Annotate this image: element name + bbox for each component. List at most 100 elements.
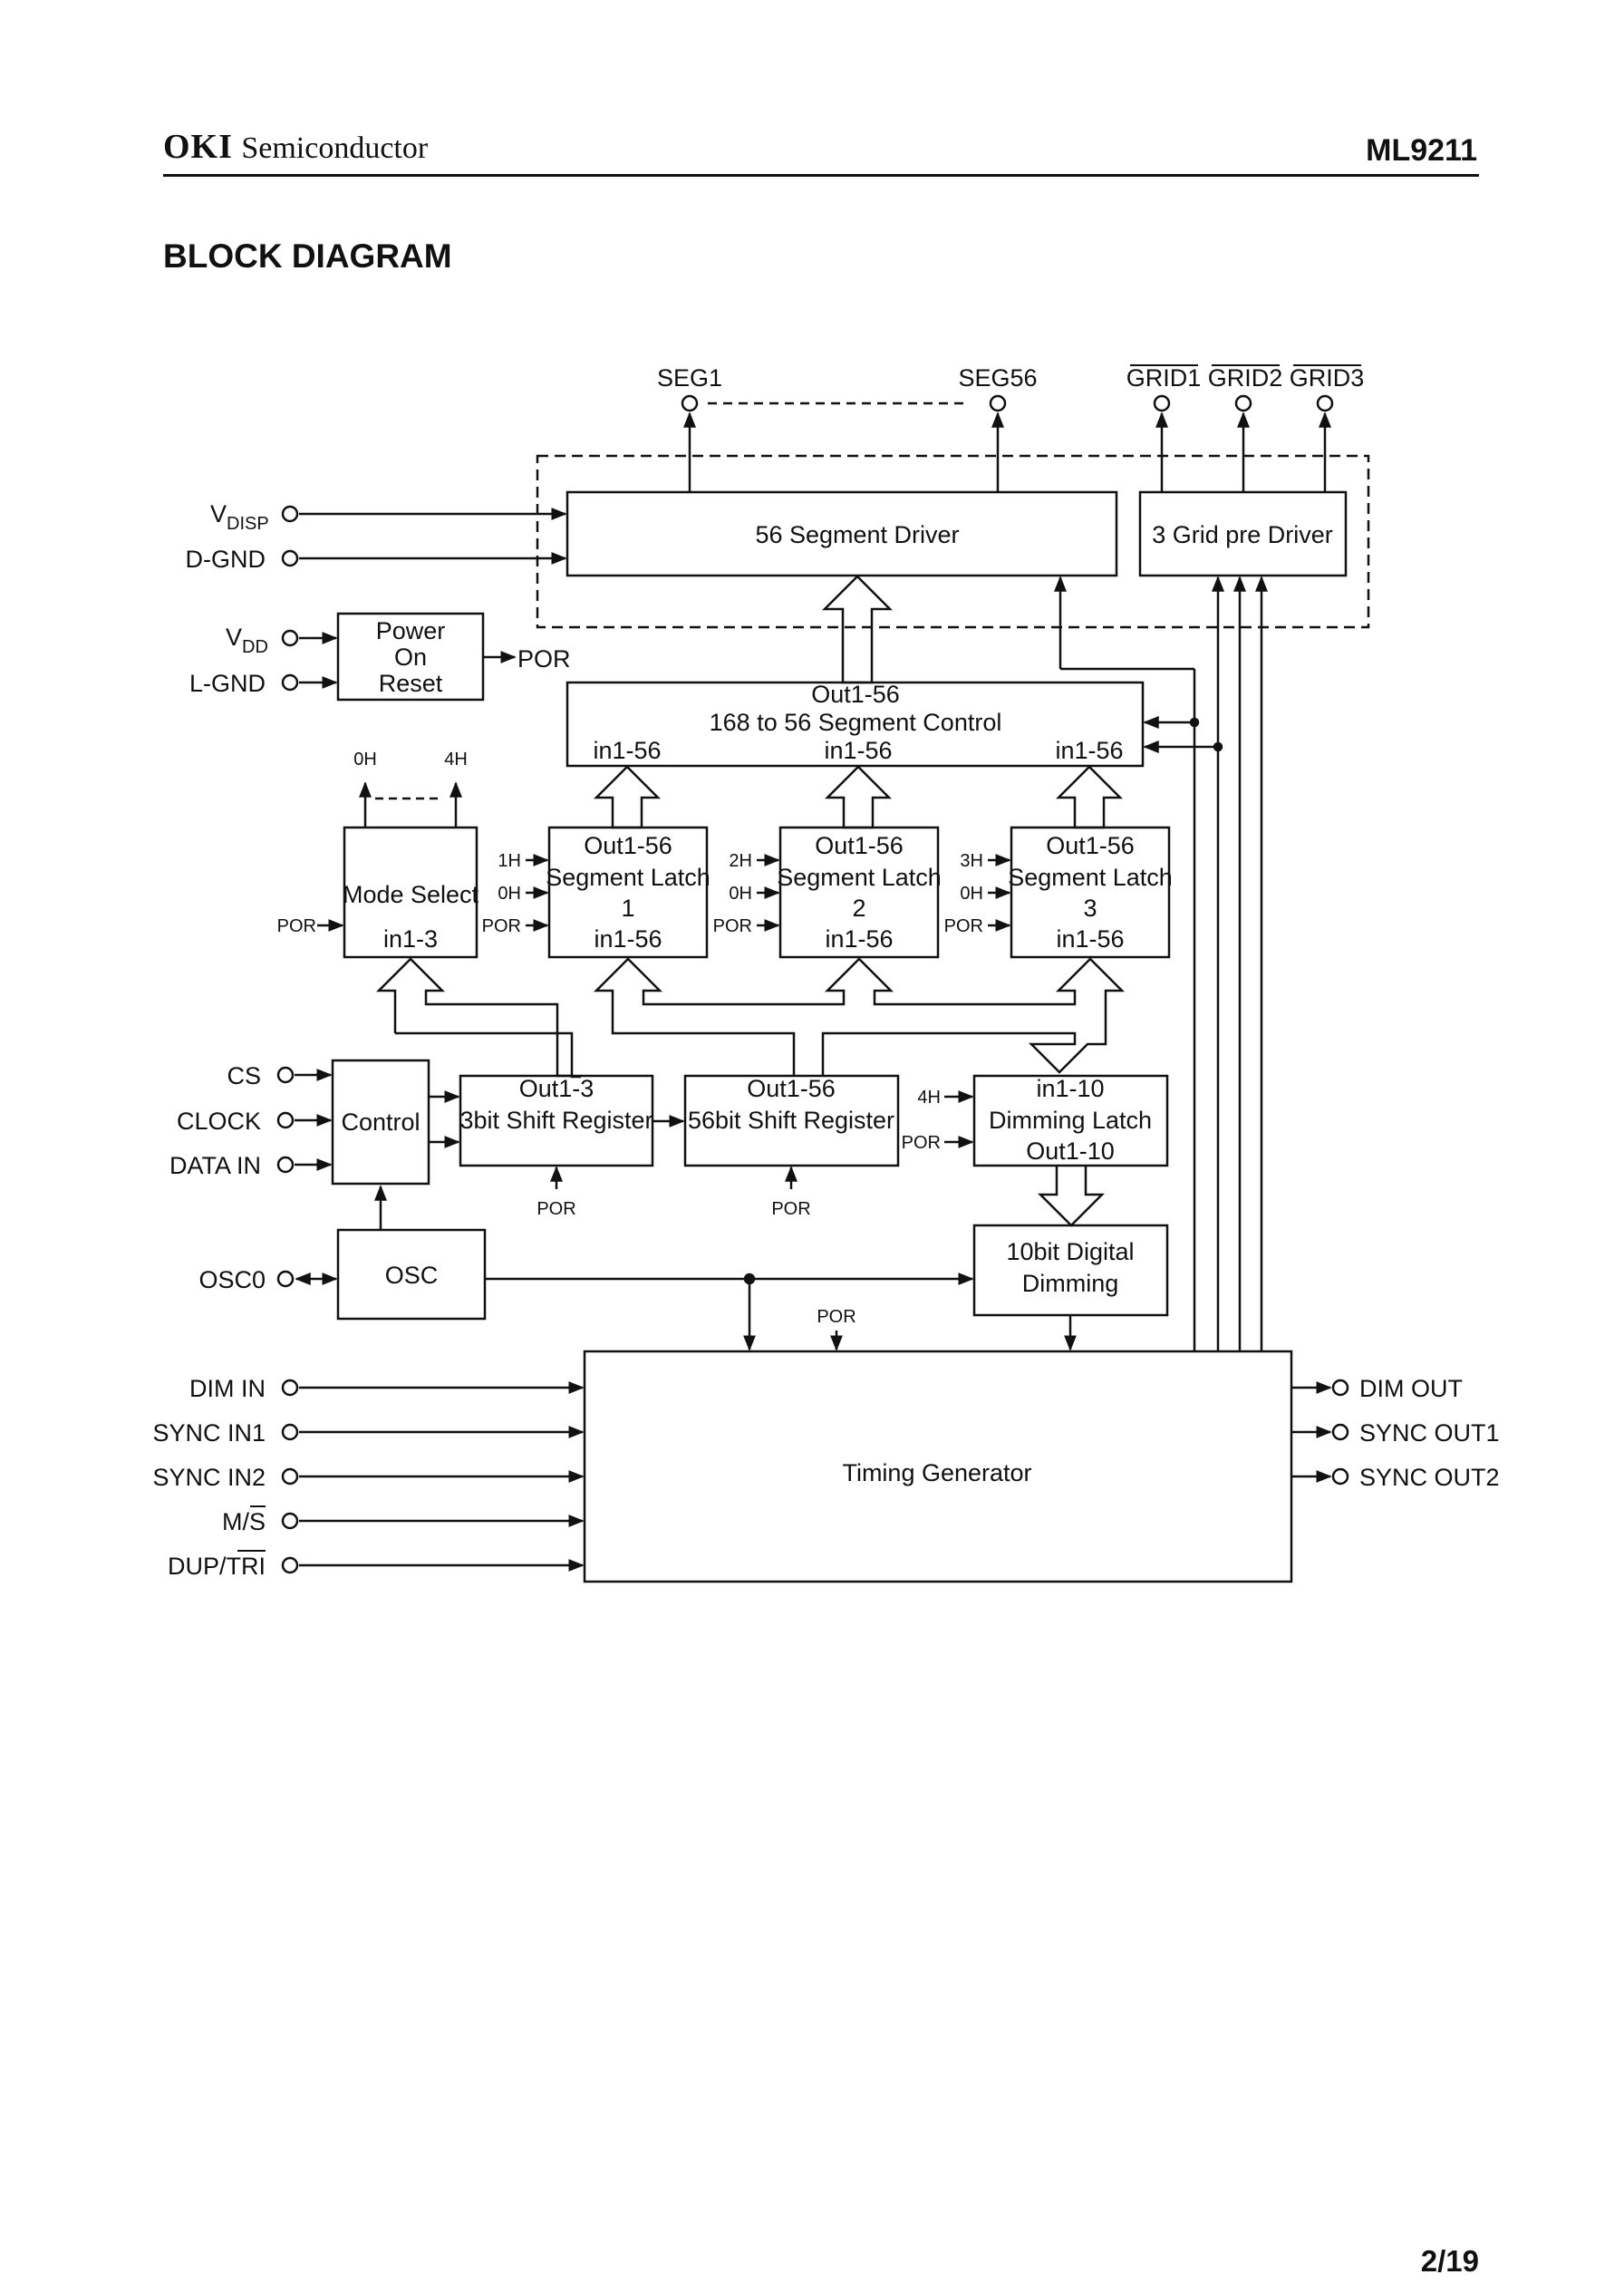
latch3-number: 3	[1083, 895, 1097, 922]
bus-56bit-to-latches	[593, 957, 1126, 1076]
clock-label: CLOCK	[177, 1108, 261, 1135]
latch3-0h: 0H	[960, 884, 983, 904]
latch1-title: Segment Latch	[546, 864, 710, 891]
grid1-label: GRID1	[1126, 364, 1202, 392]
grid1-pin	[1153, 394, 1171, 412]
latch1-in: in1-56	[594, 925, 662, 953]
segment-driver-block	[566, 490, 1118, 577]
sync-out1-pin	[1331, 1423, 1349, 1441]
vdd-label: VDD	[226, 624, 268, 657]
segment-control-in-3: in1-56	[1055, 737, 1123, 764]
vdisp-pin	[281, 505, 299, 523]
sr56-por: POR	[771, 1199, 810, 1219]
grid2-pin	[1234, 394, 1252, 412]
latch3-out: Out1-56	[1046, 832, 1135, 859]
seg56-label: SEG56	[958, 364, 1037, 392]
mode-select-block	[343, 826, 478, 959]
grid3-label: GRID3	[1290, 364, 1365, 392]
ms-pin	[281, 1512, 299, 1530]
sync-in2-pin	[281, 1467, 299, 1486]
mode-por-label: POR	[277, 916, 316, 936]
timing-generator-label: Timing Generator	[842, 1459, 1031, 1486]
mode-4h-label: 4H	[444, 750, 468, 770]
latch1-number: 1	[621, 895, 634, 922]
latch2-out: Out1-56	[815, 832, 904, 859]
latch2-in: in1-56	[825, 925, 893, 953]
dim-out-pin	[1331, 1379, 1349, 1397]
sync-in2-label: SYNC IN2	[152, 1464, 266, 1491]
driver-enclosure	[536, 454, 1370, 629]
latch1-out: Out1-56	[584, 832, 672, 859]
latch2-2h: 2H	[729, 851, 752, 871]
control-block	[331, 1059, 430, 1186]
mode-select-in: in1-3	[383, 925, 438, 953]
sync-in1-pin	[281, 1423, 299, 1441]
sr56-out: Out1-56	[747, 1075, 836, 1102]
dim-out-label: DIM OUT	[1359, 1375, 1463, 1402]
latch3-3h: 3H	[960, 851, 983, 871]
latch2-number: 2	[852, 895, 865, 922]
segment-control-in-2: in1-56	[824, 737, 892, 764]
osc-block	[336, 1228, 487, 1321]
sync-out2-pin	[1331, 1467, 1349, 1486]
brand-logo: OKI Semiconductor	[163, 127, 428, 167]
dup-tri-pin	[281, 1556, 299, 1574]
seg1-pin	[681, 394, 699, 412]
data-in-label: DATA IN	[169, 1152, 261, 1179]
osc-label: OSC	[385, 1262, 439, 1289]
bus-dimlatch-to-dimming	[1037, 1166, 1106, 1227]
sync-out1-label: SYNC OUT1	[1359, 1419, 1500, 1447]
bus-arrow-segctrl-to-driver	[821, 575, 894, 684]
page-header: OKI Semiconductor ML9211	[163, 127, 1479, 177]
dgnd-label: D-GND	[186, 546, 266, 573]
seg56-pin	[989, 394, 1007, 412]
sync-in1-label: SYNC IN1	[152, 1419, 266, 1447]
por-output-label: POR	[517, 645, 571, 673]
segment-latch-3-block	[1010, 826, 1171, 959]
dup-tri-label: DUP/TRI	[168, 1553, 266, 1580]
osc0-pin	[276, 1270, 295, 1288]
cs-pin	[276, 1066, 295, 1084]
sr3-out: Out1-3	[519, 1075, 594, 1102]
digital-dimming-line2: Dimming	[1022, 1270, 1119, 1297]
bus-3bit-to-mode	[375, 957, 581, 1079]
grid2-label: GRID2	[1208, 364, 1283, 392]
section-title: BLOCK DIAGRAM	[163, 237, 452, 275]
dim-latch-title: Dimming Latch	[989, 1107, 1152, 1134]
cs-label: CS	[227, 1062, 261, 1089]
grid3-pin	[1316, 394, 1334, 412]
latch3-in: in1-56	[1056, 925, 1124, 953]
mode-select-title: Mode Select	[343, 881, 479, 908]
lgnd-pin	[281, 673, 299, 692]
part-number: ML9211	[1366, 133, 1477, 168]
por-line3: Reset	[379, 670, 443, 697]
dim-in-label: DIM IN	[189, 1375, 266, 1402]
latch1-1h: 1H	[498, 851, 521, 871]
vdd-pin	[281, 629, 299, 647]
ms-label: M/S	[222, 1508, 266, 1535]
sr3-title: 3bit Shift Register	[459, 1107, 652, 1134]
latch2-0h: 0H	[729, 884, 752, 904]
osc0-label: OSC0	[198, 1266, 266, 1293]
lgnd-label: L-GND	[189, 670, 266, 697]
dim-in-pin	[281, 1379, 299, 1397]
bus-arrow-latch1	[593, 765, 662, 829]
sync-out2-label: SYNC OUT2	[1359, 1464, 1500, 1491]
segment-control-out: Out1-56	[811, 681, 900, 708]
dgnd-pin	[281, 549, 299, 567]
bus-arrow-latch3	[1055, 765, 1124, 829]
data-in-pin	[276, 1156, 295, 1174]
segment-latch-1-block	[547, 826, 709, 959]
mode-0h-label: 0H	[353, 750, 377, 770]
segment-latch-2-block	[778, 826, 940, 959]
timing-generator-block	[583, 1350, 1293, 1583]
bus-arrow-latch2	[824, 765, 893, 829]
latch3-title: Segment Latch	[1008, 864, 1173, 891]
sr56-title: 56bit Shift Register	[688, 1107, 894, 1134]
grid-driver-label: 3 Grid pre Driver	[1152, 521, 1333, 548]
control-label: Control	[341, 1108, 420, 1136]
latch3-por: POR	[944, 916, 983, 936]
por-line1: Power	[376, 617, 446, 644]
dim-latch-out: Out1-10	[1026, 1137, 1115, 1165]
